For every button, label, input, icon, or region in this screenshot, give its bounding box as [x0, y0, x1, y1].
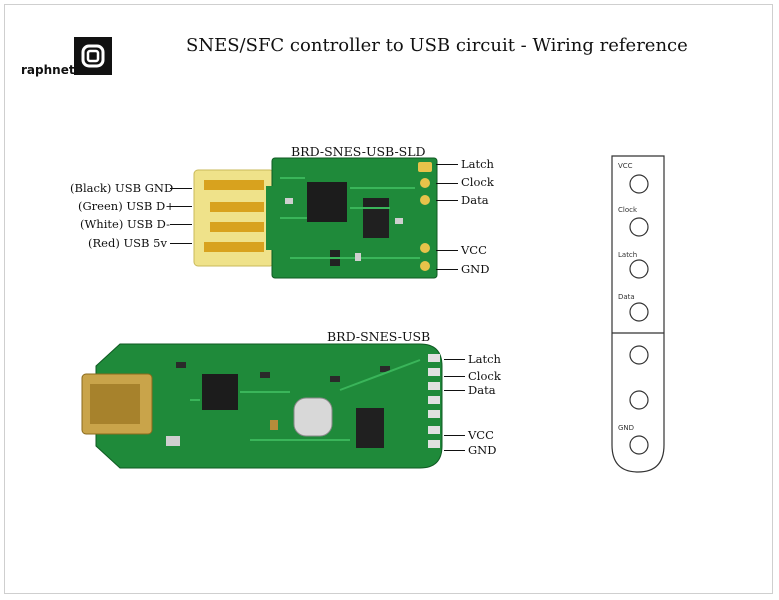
snes-connector-diagram: [611, 155, 665, 473]
page-title: SNES/SFC controller to USB circuit - Wir…: [186, 35, 688, 56]
board2-right-label: Clock: [468, 369, 501, 383]
board1-right-label: Clock: [461, 175, 494, 189]
connector-pin-label: GND: [618, 424, 635, 432]
connector-pin-gnd: [629, 435, 649, 455]
connector-pin-label: Clock: [618, 206, 638, 214]
board2-right-label: VCC: [468, 428, 494, 442]
board2-leader-line: [444, 359, 465, 360]
board2-leader-line: [444, 376, 465, 377]
board2-right-label: Data: [468, 383, 496, 397]
board1-leader-line: [436, 164, 458, 165]
connector-pin-data: [629, 302, 649, 322]
board1-leader-line: [436, 183, 458, 184]
board2-leader-line: [444, 450, 465, 451]
connector-pin-unused: [629, 345, 649, 365]
board1-leader-line: [436, 269, 458, 270]
raphnet-logo-icon: [74, 37, 112, 75]
board2-pcb-image: [81, 343, 443, 469]
board2-leader-line: [444, 435, 465, 436]
board2-right-label: GND: [468, 443, 497, 457]
board1-leader-line: [436, 250, 458, 251]
board2-label: BRD-SNES-USB: [327, 329, 431, 344]
connector-pin-label: Data: [618, 293, 635, 301]
board2-right-label: Latch: [468, 352, 501, 366]
brand-name: raphnet.: [21, 63, 80, 77]
board1-right-label: GND: [461, 262, 490, 276]
connector-pin-label: Latch: [618, 251, 638, 259]
board1-left-label: (Black) USB GND: [70, 181, 174, 195]
board1-pcb-image: [193, 157, 438, 279]
board1-leader-line: [170, 243, 192, 244]
board1-leader-line: [170, 206, 192, 207]
board1-label: BRD-SNES-USB-SLD: [291, 144, 426, 159]
connector-pin-clock: [629, 217, 649, 237]
connector-pin-label: VCC: [618, 162, 633, 170]
board1-left-label: (Red) USB 5v: [88, 236, 167, 250]
board1-leader-line: [436, 200, 458, 201]
connector-pin-vcc: [629, 174, 649, 194]
board1-left-label: (White) USB D-: [80, 217, 170, 231]
board1-leader-line: [170, 188, 192, 189]
page-frame: [4, 4, 773, 594]
board1-right-label: Data: [461, 193, 489, 207]
board1-right-label: VCC: [461, 243, 487, 257]
connector-pin-unused: [629, 390, 649, 410]
connector-pin-latch: [629, 259, 649, 279]
board1-leader-line: [170, 224, 192, 225]
board2-leader-line: [444, 390, 465, 391]
board1-right-label: Latch: [461, 157, 494, 171]
board1-left-label: (Green) USB D+: [78, 199, 175, 213]
